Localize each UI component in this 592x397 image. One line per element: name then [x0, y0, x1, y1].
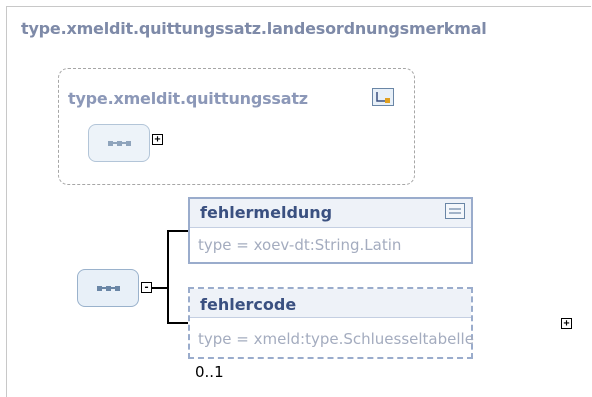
sequence-compositor[interactable] — [77, 269, 139, 307]
sequence-icon — [107, 140, 131, 146]
base-sequence-compositor[interactable] — [88, 124, 150, 162]
base-type-box — [58, 68, 415, 185]
connector-line — [167, 322, 188, 324]
sequence-icon — [96, 285, 120, 291]
element-header: fehlermeldung — [190, 199, 471, 228]
complex-type-icon — [372, 88, 394, 106]
element-fehlermeldung[interactable]: fehlermeldung type = xoev-dt:String.Lati… — [188, 197, 473, 264]
element-fehlercode[interactable]: fehlercode type = xmeld:type.Schluesselt… — [188, 287, 474, 359]
diagram-frame — [6, 6, 591, 397]
element-header: fehlercode — [190, 289, 471, 318]
connector-line — [167, 230, 188, 232]
connector-line — [152, 287, 169, 289]
base-type-title[interactable]: type.xmeldit.quittungssatz — [68, 89, 308, 108]
documentation-icon — [445, 203, 465, 219]
expand-toggle[interactable]: + — [561, 318, 572, 329]
complex-type-title: type.xmeldit.quittungssatz.landesordnung… — [21, 19, 487, 38]
collapse-toggle[interactable]: - — [141, 282, 152, 293]
element-type: type = xoev-dt:String.Latin — [198, 236, 402, 254]
element-type: type = xmeld:type.Schluesseltabelle — [198, 330, 474, 348]
connector-line — [167, 231, 169, 324]
element-name: fehlercode — [200, 295, 297, 314]
occurrence-label: 0..1 — [195, 363, 224, 381]
element-name: fehlermeldung — [200, 203, 333, 222]
expand-toggle[interactable]: + — [152, 134, 163, 145]
